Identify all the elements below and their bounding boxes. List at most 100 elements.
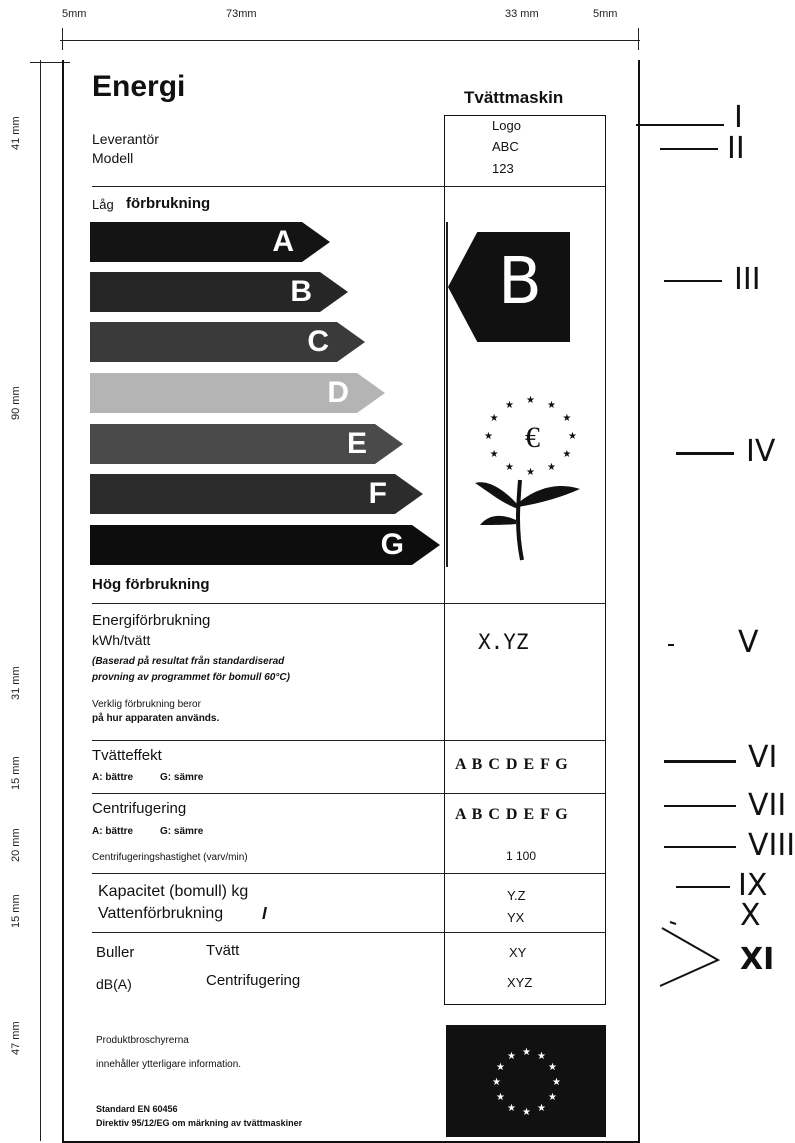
svg-text:★: ★ (490, 449, 499, 460)
svg-text:★: ★ (522, 1047, 531, 1058)
energy-class-bar-e: E (90, 424, 403, 464)
pointer-line-5 (668, 644, 674, 646)
energy-class-bar-g: G (90, 525, 440, 565)
appliance-type: Tvättmaskin (464, 88, 564, 107)
pointer-line-1 (636, 124, 724, 126)
svg-text:★: ★ (507, 1051, 516, 1062)
brochure-line-1: Produktbroschyrerna (96, 1035, 189, 1046)
energy-note-1: (Baserad på resultat från standardiserad (92, 656, 285, 667)
roman-2: II (727, 131, 745, 166)
svg-text:★: ★ (547, 400, 556, 411)
energy-class-bar-a: A (90, 222, 330, 262)
svg-text:★: ★ (547, 462, 556, 473)
divider-wash (92, 740, 606, 741)
roman-4: IV (746, 434, 776, 469)
spin-better: A: bättre (92, 826, 134, 837)
pointer-line-7 (664, 805, 736, 807)
svg-text:★: ★ (507, 1103, 516, 1114)
dim-33mm: 33 mm (505, 8, 539, 20)
wash-worse: G: sämre (160, 772, 204, 783)
dim-15mm-b: 15 mm (10, 894, 22, 928)
model-value: 123 (492, 161, 514, 176)
wash-better: A: bättre (92, 772, 134, 783)
svg-text:★: ★ (496, 1092, 505, 1103)
roman-9: IX (738, 868, 768, 903)
dim-90mm: 90 mm (10, 386, 22, 420)
energy-class-bar-d: D (90, 373, 385, 413)
header-divider (92, 186, 606, 187)
divider-noise (92, 932, 606, 933)
energy-class-bar-c: C (90, 322, 365, 362)
capacity-label: Kapacitet (bomull) kg (98, 883, 249, 900)
svg-text:★: ★ (505, 400, 514, 411)
svg-text:★: ★ (548, 1092, 557, 1103)
energy-class-bar-f: F (90, 474, 423, 514)
high-label: Hög förbrukning (92, 576, 210, 593)
right-column-box (444, 115, 606, 1005)
water-label: Vattenförbrukning (98, 905, 224, 922)
noise-unit: dB(A) (96, 976, 132, 992)
roman-6: VI (748, 740, 778, 775)
directive-text: Direktiv 95/12/EG om märkning av tvättma… (96, 1118, 303, 1128)
divider-capacity (92, 873, 606, 874)
rating-arrow (448, 232, 570, 342)
wash-scale: A B C D E F G (455, 756, 569, 773)
svg-text:★: ★ (526, 467, 535, 478)
spin-speed-value: 1 100 (506, 849, 537, 863)
noise-label: Buller (96, 944, 135, 961)
wash-performance-label: Tvätteffekt (92, 747, 162, 764)
spin-worse: G: sämre (160, 826, 204, 837)
energy-unit: kWh/tvätt (92, 632, 151, 648)
water-symbol: l (262, 904, 267, 923)
logo-placeholder: Logo (492, 118, 521, 133)
dim-20mm: 20 mm (10, 828, 22, 862)
pointer-line-6 (664, 760, 736, 763)
left-tick (62, 28, 63, 50)
supplier-label: Leverantör (92, 131, 159, 147)
svg-text:★: ★ (537, 1051, 546, 1062)
model-label: Modell (92, 150, 134, 166)
noise-wash-value: XY (509, 945, 527, 960)
label-title: Energi (92, 70, 186, 103)
dim-5mm-left: 5mm (62, 8, 87, 20)
brochure-line-2: innehåller ytterligare information. (96, 1059, 242, 1070)
dim-15mm-a: 15 mm (10, 756, 22, 790)
roman-7: VII (748, 788, 787, 823)
svg-text:★: ★ (484, 431, 493, 442)
roman-8: VIII (748, 828, 795, 863)
svg-text:★: ★ (522, 1107, 531, 1118)
noise-wash-label: Tvätt (206, 942, 240, 959)
divider-spin (92, 793, 606, 794)
pointer-line-4 (676, 452, 734, 455)
pointer-line-8 (664, 846, 736, 848)
svg-text:★: ★ (562, 449, 571, 460)
roman-5: V (738, 625, 759, 660)
noise-spin-value: XYZ (507, 975, 533, 990)
water-value: YX (507, 910, 525, 925)
pointer-line-3 (664, 280, 722, 282)
pointer-chevron (656, 918, 726, 993)
top-dimension-line (60, 40, 640, 41)
roman-1: I (734, 100, 743, 135)
low-label: Låg (92, 197, 114, 212)
standard-text: Standard EN 60456 (96, 1104, 178, 1114)
svg-text:★: ★ (568, 431, 577, 442)
energy-note-3: Verklig förbrukning beror (92, 699, 201, 710)
dim-41mm: 41 mm (10, 116, 22, 150)
energy-value: X.YZ (478, 630, 529, 654)
svg-text:★: ★ (548, 1062, 557, 1073)
eu-flower-icon: ★★★★★★★★★★★★ € (470, 385, 590, 570)
svg-text:★: ★ (562, 413, 571, 424)
spin-speed-label: Centrifugeringshastighet (varv/min) (92, 852, 248, 863)
roman-11: XI (740, 942, 775, 977)
dim-5mm-right: 5mm (593, 8, 618, 20)
svg-text:★: ★ (492, 1077, 501, 1088)
spin-label: Centrifugering (92, 800, 187, 817)
right-tick (638, 28, 639, 50)
svg-text:★: ★ (505, 462, 514, 473)
dim-73mm: 73mm (226, 8, 257, 20)
roman-3: III (734, 262, 761, 297)
svg-text:★: ★ (490, 413, 499, 424)
svg-text:★: ★ (526, 395, 535, 406)
svg-text:★: ★ (496, 1062, 505, 1073)
